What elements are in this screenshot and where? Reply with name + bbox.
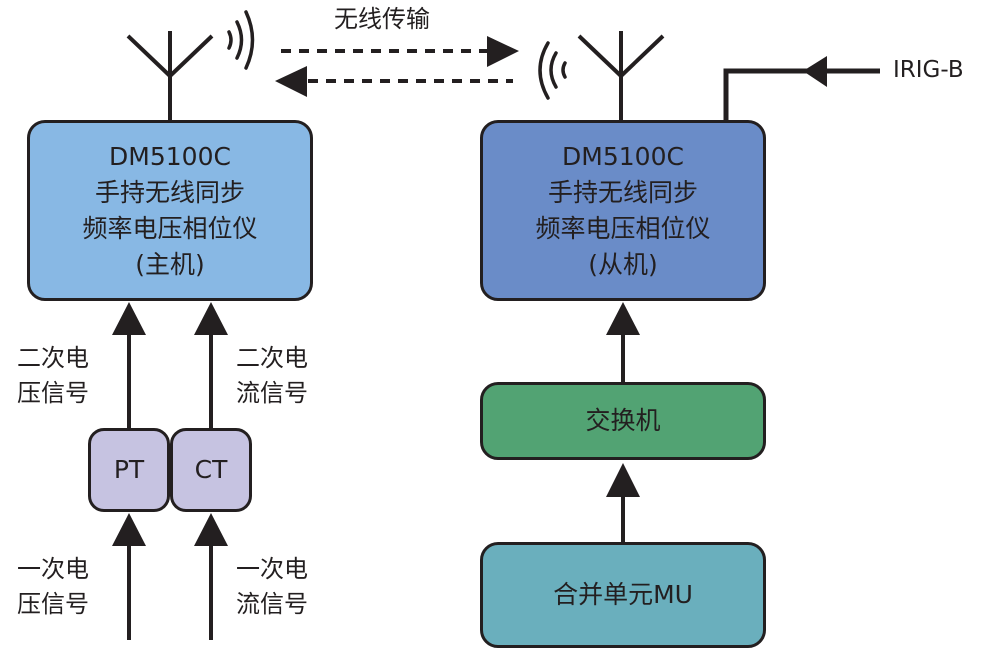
secondary-current-label: 二次电 流信号 (236, 341, 308, 411)
primary-voltage-label: 一次电 压信号 (17, 552, 89, 622)
master-model: DM5100C (109, 141, 231, 171)
master-antenna-icon (126, 31, 214, 121)
wireless-link-arrows (275, 36, 519, 97)
master-role: (主机) (135, 249, 205, 279)
slave-unit-box: DM5100C 手持无线同步 频率电压相位仪 (从机) (480, 120, 766, 301)
secondary-voltage-line1: 二次电 (17, 344, 89, 372)
secondary-current-line2: 流信号 (236, 379, 308, 407)
secondary-voltage-label: 二次电 压信号 (17, 341, 89, 411)
ct-label: CT (194, 455, 228, 484)
master-unit-box: DM5100C 手持无线同步 频率电压相位仪 (主机) (27, 120, 313, 301)
master-title-line2: 频率电压相位仪 (82, 213, 258, 243)
ct-secondary-arrow (194, 302, 228, 428)
primary-current-label: 一次电 流信号 (236, 552, 308, 622)
secondary-voltage-line2: 压信号 (17, 379, 89, 407)
ct-box: CT (170, 428, 252, 512)
pt-label: PT (113, 455, 145, 484)
wireless-transmission-label: 无线传输 (334, 5, 430, 33)
slave-antenna-icon (577, 31, 665, 121)
slave-role: (从机) (588, 249, 658, 279)
pt-primary-arrow (112, 513, 146, 640)
irig-b-label: IRIG-B (893, 57, 964, 83)
switch-to-slave-arrow (606, 302, 640, 383)
irig-b-connector (723, 56, 880, 121)
primary-current-line1: 一次电 (236, 555, 308, 583)
switch-label: 交换机 (585, 406, 661, 435)
master-title-line1: 手持无线同步 (94, 177, 245, 207)
ct-primary-arrow (194, 513, 228, 640)
primary-voltage-line1: 一次电 (17, 555, 89, 583)
merging-unit-box: 合并单元MU (480, 542, 766, 648)
slave-title-line2: 频率电压相位仪 (535, 213, 711, 243)
arrow-right-icon (487, 36, 519, 67)
slave-model: DM5100C (562, 141, 684, 171)
arrow-left-icon (275, 66, 307, 97)
primary-voltage-line2: 压信号 (17, 590, 89, 618)
master-radio-waves-icon (227, 10, 255, 70)
primary-current-line2: 流信号 (236, 590, 308, 618)
slave-radio-waves-icon (538, 41, 567, 100)
mu-to-switch-arrow (606, 463, 640, 543)
pt-box: PT (88, 428, 170, 512)
pt-secondary-arrow (112, 302, 146, 428)
arrow-left-icon (803, 56, 827, 87)
switch-box: 交换机 (480, 382, 766, 460)
secondary-current-line1: 二次电 (236, 344, 308, 372)
merging-unit-label: 合并单元MU (553, 580, 693, 609)
slave-title-line1: 手持无线同步 (547, 177, 698, 207)
